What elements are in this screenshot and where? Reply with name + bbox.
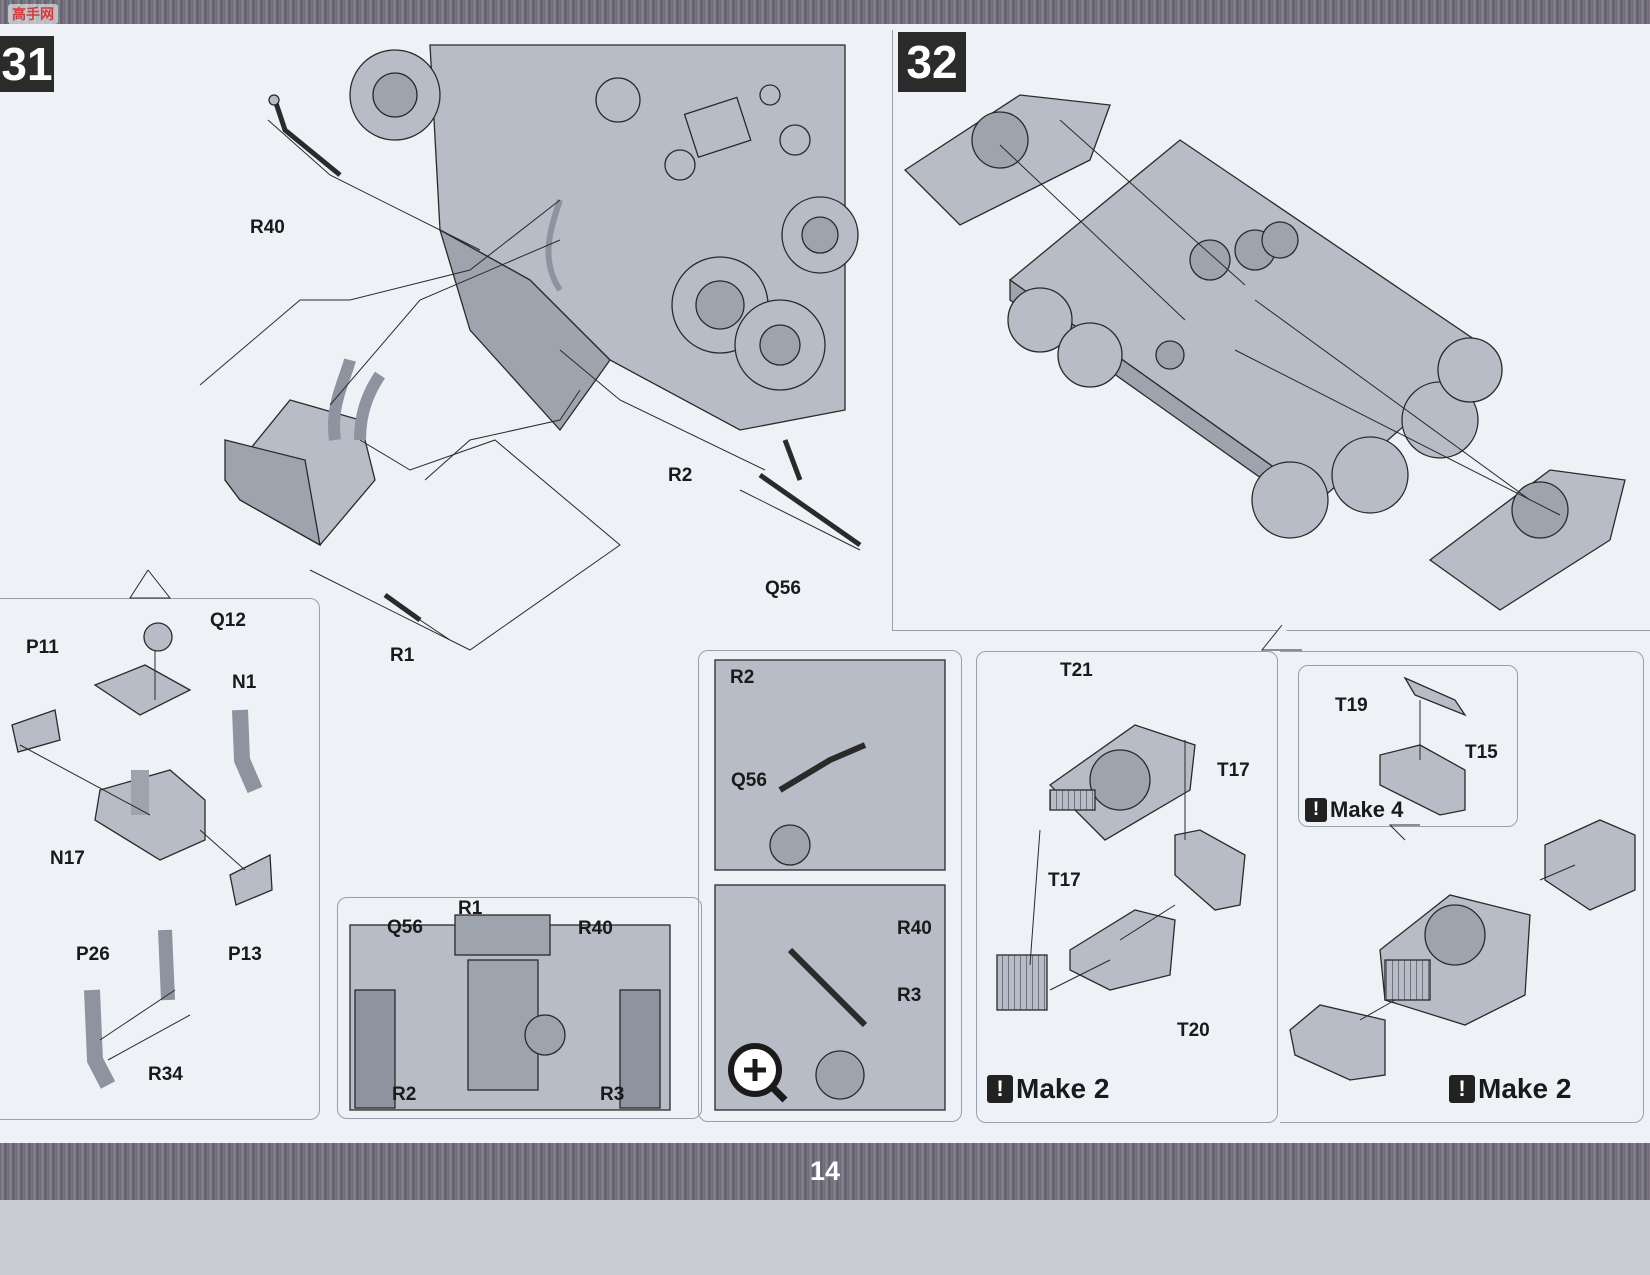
r40-pipe-drawing <box>268 94 342 177</box>
q56-pipe-drawing <box>758 439 862 548</box>
label-zoom-r40: R40 <box>897 918 932 939</box>
step31-hull-drawing <box>349 44 859 432</box>
bracket-parts-drawing <box>1379 676 1467 816</box>
label-t20: T20 <box>1177 1020 1210 1041</box>
step32-radiator-bottom <box>1428 469 1626 611</box>
label-r2: R2 <box>668 465 693 486</box>
label-p13: P13 <box>228 944 262 965</box>
label-t17-b: T17 <box>1048 870 1081 891</box>
radiator-final-panel <box>1280 651 1644 1123</box>
exclamation-icon: ! <box>1305 798 1327 822</box>
exclamation-icon: ! <box>1449 1075 1475 1103</box>
note-make-2-radiator: !Make 2 <box>987 1073 1109 1105</box>
label-rear-r2: R2 <box>392 1084 417 1105</box>
step-31-number: 31 <box>0 36 54 92</box>
radiator-parts-drawing <box>996 724 1246 1011</box>
label-q56: Q56 <box>765 578 801 599</box>
watermark-logo: 高手网 <box>8 4 58 24</box>
note-make-2-final: !Make 2 <box>1449 1073 1571 1105</box>
rear-view-drawing <box>349 914 671 1111</box>
bottom-stripe <box>0 1143 1650 1200</box>
label-t17-a: T17 <box>1217 760 1250 781</box>
rear-view-panel <box>337 897 702 1119</box>
radiator-assembly-panel <box>976 651 1278 1123</box>
label-r1: R1 <box>390 645 415 666</box>
label-rear-r1: R1 <box>458 898 483 919</box>
zoom-detail-drawing <box>714 659 946 1111</box>
label-q12: Q12 <box>210 610 246 631</box>
label-zoom-q56: Q56 <box>731 770 767 791</box>
label-p26: P26 <box>76 944 110 965</box>
radiator-box-drawing <box>224 358 386 547</box>
label-zoom-r3: R3 <box>897 985 922 1006</box>
magnify-plus-icon <box>728 1043 788 1103</box>
top-stripe <box>0 0 1650 24</box>
label-p11: P11 <box>26 637 59 658</box>
label-n17: N17 <box>50 848 85 869</box>
step-32-number: 32 <box>898 32 966 92</box>
final-radiator-drawing <box>1289 819 1636 1081</box>
bracket-assembly-panel <box>1298 665 1518 827</box>
label-r40: R40 <box>250 217 285 238</box>
label-zoom-r2: R2 <box>730 667 755 688</box>
step-32-panel <box>892 30 1650 631</box>
label-r34: R34 <box>148 1064 183 1085</box>
label-t21: T21 <box>1060 660 1093 681</box>
step32-hull-drawing <box>1007 139 1503 539</box>
note-make-4: !Make 4 <box>1305 797 1403 823</box>
exclamation-icon: ! <box>987 1075 1013 1103</box>
label-t19: T19 <box>1335 695 1368 716</box>
step32-radiator-top <box>903 94 1111 226</box>
label-rear-r40: R40 <box>578 918 613 939</box>
label-rear-r3: R3 <box>600 1084 625 1105</box>
label-rear-q56: Q56 <box>387 917 423 938</box>
page-number: 14 <box>809 1156 841 1186</box>
label-t15: T15 <box>1465 742 1498 763</box>
label-n1: N1 <box>232 672 257 693</box>
zoom-detail-panel <box>698 650 962 1122</box>
